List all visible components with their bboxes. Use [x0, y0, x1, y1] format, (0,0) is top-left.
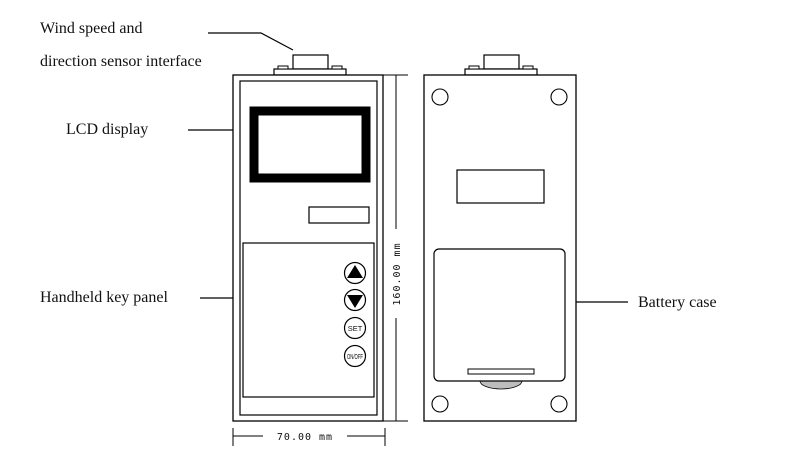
onoff-button[interactable]: ON/OFF	[343, 344, 367, 368]
width-dimension-label: 70.00 mm	[277, 432, 333, 443]
screw-hole-bottom-right	[550, 395, 568, 413]
height-dimension-label: 160.00 mm	[392, 242, 403, 305]
sensor-interface-label-line2: direction sensor interface	[40, 53, 202, 70]
back-view	[423, 54, 577, 422]
set-button-label: SET	[348, 324, 363, 333]
set-button[interactable]: SET	[343, 316, 367, 340]
up-arrow-icon	[347, 265, 363, 278]
height-dimension: 160.00 mm	[383, 74, 408, 422]
sensor-interface-leader-line	[208, 32, 294, 51]
back-label-window	[456, 169, 545, 204]
lcd-display	[249, 106, 371, 183]
battery-case-latch	[467, 368, 535, 375]
lcd-display-label: LCD display	[66, 121, 148, 138]
key-panel-label: Handheld key panel	[40, 289, 169, 306]
battery-case[interactable]	[433, 248, 566, 382]
screw-hole-top-left	[431, 88, 449, 106]
down-button[interactable]	[343, 288, 367, 312]
battery-case-label: Battery case	[638, 294, 717, 311]
down-arrow-icon	[347, 295, 363, 308]
sensor-interface-label-line1: Wind speed and	[40, 20, 142, 37]
screw-hole-bottom-left	[431, 395, 449, 413]
sensor-connector-back	[464, 54, 538, 76]
onoff-button-label: ON/OFF	[347, 352, 363, 361]
up-button[interactable]	[343, 261, 367, 285]
screw-hole-top-right	[550, 88, 568, 106]
sensor-connector-front	[273, 54, 347, 76]
front-small-window	[308, 206, 370, 224]
front-body-inner	[239, 80, 378, 416]
width-dimension: 70.00 mm	[232, 428, 386, 446]
front-view: SET ON/OFF	[232, 54, 384, 422]
